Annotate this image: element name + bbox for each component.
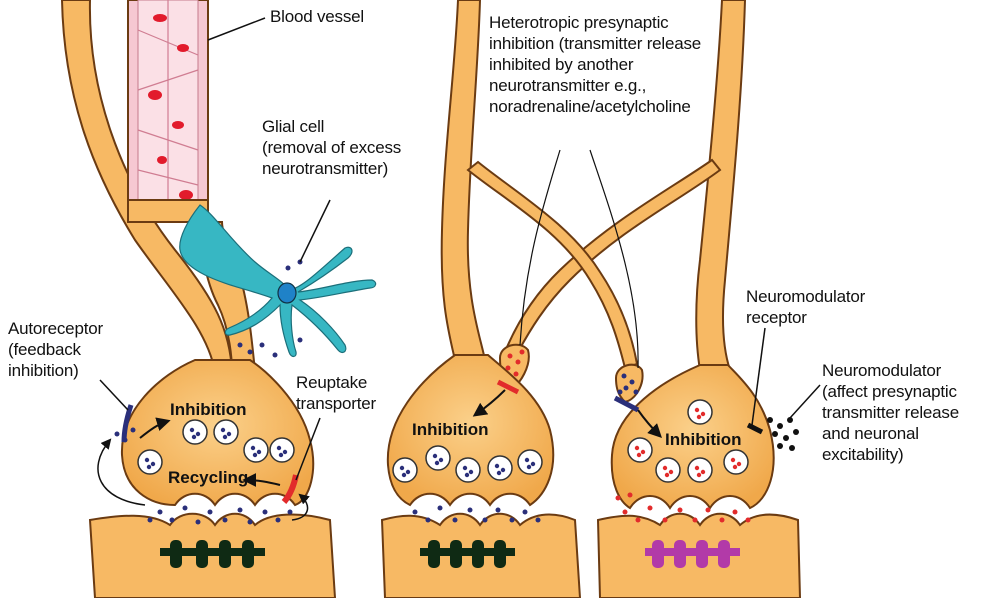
label-neuromodulator: Neuromodulator (affect presynaptic trans… <box>822 360 959 465</box>
leader-neuromodulator <box>790 385 820 418</box>
label-heterotropic: Heterotropic presynaptic inhibition (tra… <box>489 12 701 117</box>
label-neuromodulator-receptor: Neuromodulator receptor <box>746 286 865 328</box>
label-inhibition-right: Inhibition <box>665 430 741 450</box>
axon-right <box>696 0 745 370</box>
axon-middle <box>442 0 485 360</box>
label-inhibition-middle: Inhibition <box>412 420 488 440</box>
label-recycling: Recycling <box>168 468 248 488</box>
leader-autoreceptor <box>100 380 128 410</box>
fiber-to-right <box>468 162 637 368</box>
label-inhibition-left: Inhibition <box>170 400 246 420</box>
label-blood-vessel: Blood vessel <box>270 6 364 27</box>
fiber-knob-right <box>616 365 643 402</box>
leader-blood-vessel <box>208 18 265 40</box>
label-reuptake: Reuptake transporter <box>296 372 376 414</box>
blood-vessel <box>128 0 208 222</box>
left-panel <box>62 0 376 598</box>
label-autoreceptor: Autoreceptor (feedback inhibition) <box>8 318 103 381</box>
label-glial-cell: Glial cell (removal of excess neurotrans… <box>262 116 401 179</box>
leader-glial <box>300 200 330 262</box>
